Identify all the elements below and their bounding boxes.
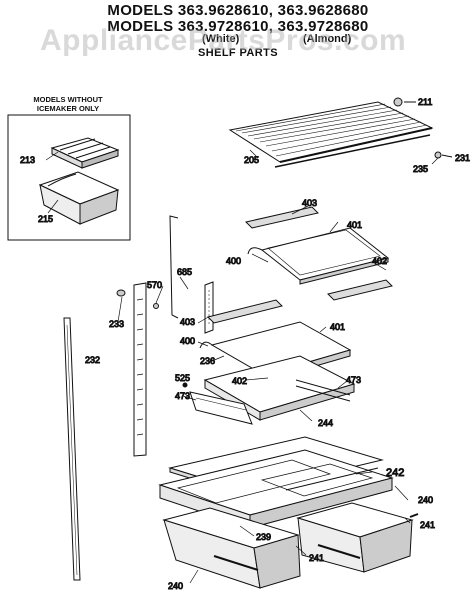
callout-400-middle: 400 [180,336,195,346]
callout-241-left: 241 [309,553,324,563]
leader-lines [45,149,439,584]
callout-239: 239 [256,532,271,542]
callout-244: 244 [318,418,333,428]
callout-403-middle: 403 [180,317,195,327]
models-title-line-1: MODELS 363.9628610, 363.9628680 [107,2,369,19]
shelf-ladder-rail-part [116,215,214,457]
callout-473-right: 473 [346,375,361,385]
callout-685: 685 [177,267,192,277]
callout-205: 205 [244,155,259,165]
callout-241-right: 241 [420,520,435,530]
ice-tray-part [50,137,120,169]
inset-title: MODELS WITHOUT ICEMAKER ONLY [8,95,128,113]
crisper-drawer-right-part [296,502,419,573]
callout-211: 211 [418,97,432,107]
inset-title-line-2: ICEMAKER ONLY [36,104,100,113]
callout-402-middle: 402 [232,376,247,386]
callout-570: 570 [147,280,162,290]
callout-401-middle: 401 [330,322,345,332]
callout-402-upper: 402 [372,256,387,266]
callout-213: 213 [20,155,35,165]
variant-white-label: (White) [202,33,240,45]
variant-almond-label: (Almond) [303,33,352,45]
callout-400-upper: 400 [226,256,241,266]
section-title: SHELF PARTS [198,47,278,59]
callout-232: 232 [85,355,100,365]
crisper-drawer-left-part [162,507,301,589]
callout-236: 236 [200,356,215,366]
wire-shelf-part [228,97,453,168]
side-trim-strip-part [63,317,81,581]
models-title-line-2: MODELS 363.9728610, 363.9728680 [107,18,369,35]
callout-240-left: 240 [168,581,183,591]
callout-473-left: 473 [175,391,190,401]
callout-525: 525 [175,373,190,383]
callout-242: 242 [386,467,404,479]
callout-215: 215 [38,214,53,224]
upper-glass-shelf-part [245,206,393,301]
callout-240-right: 240 [418,495,433,505]
inset-title-line-1: MODELS WITHOUT [33,95,103,104]
callout-403-upper: 403 [302,198,317,208]
callout-233: 233 [109,319,124,329]
callout-401-upper: 401 [347,220,362,230]
callout-235: 235 [413,164,428,174]
crisper-frame-part [182,355,356,425]
callout-231: 231 [455,153,470,163]
inset-box [7,114,131,241]
ice-bin-part [38,171,120,225]
part-callouts: 211 205 235 231 213 215 403 401 400 402 … [20,97,471,592]
